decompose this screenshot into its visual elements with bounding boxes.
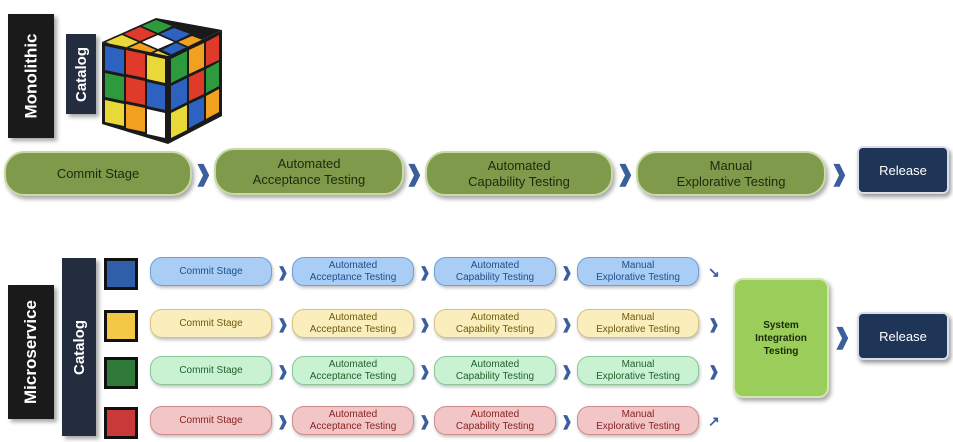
mono-acceptance-line1: Automated [277, 155, 341, 171]
chevron-right-icon: ❱ [277, 264, 289, 280]
service-color-square [104, 310, 138, 342]
microservice-catalog-text: Catalog [70, 319, 88, 375]
microservice-catalog-label: Catalog [62, 258, 96, 436]
micro-stage-line1: Automated [470, 408, 520, 420]
chevron-right-icon: ❱ [419, 316, 431, 332]
chevron-right-icon: ❱ [419, 363, 431, 379]
microservice-label: Microservice [8, 285, 54, 419]
micro-stage-commit: Commit Stage [150, 309, 272, 338]
chevron-right-icon: ❱ [708, 316, 720, 332]
micro-stage-line2: Capability Testing [455, 370, 535, 382]
micro-stage-line1: Automated [328, 259, 378, 271]
mono-acceptance-stage: Automated Acceptance Testing [214, 148, 404, 195]
chevron-right-icon: ❱ [194, 161, 213, 186]
mono-explorative-line1: Manual [709, 157, 753, 173]
micro-stage-line1: Manual [621, 358, 655, 370]
mono-capability-stage: Automated Capability Testing [425, 151, 613, 196]
chevron-right-icon: ❱ [561, 413, 573, 429]
sit-line3: Testing [763, 345, 799, 357]
micro-stage-line1: Automated [328, 408, 378, 420]
rubiks-cube-icon [102, 18, 222, 144]
micro-stage-line2: Acceptance Testing [309, 271, 397, 283]
micro-stage-line1: Commit Stage [179, 317, 243, 329]
mono-release-label: Release [879, 162, 927, 178]
micro-stage-commit: Commit Stage [150, 257, 272, 286]
micro-stage-line1: Automated [470, 311, 520, 323]
chevron-right-icon: ❱ [561, 363, 573, 379]
service-color-square [104, 357, 138, 389]
monolithic-label-text: Monolithic [21, 33, 41, 119]
micro-release-box: Release [857, 312, 949, 360]
service-color-square [104, 258, 138, 290]
chevron-right-icon: ❱ [419, 413, 431, 429]
micro-stage-commit: Commit Stage [150, 356, 272, 385]
mono-acceptance-line2: Acceptance Testing [252, 171, 366, 187]
chevron-right-icon: ❱ [561, 316, 573, 332]
service-color-square [104, 407, 138, 439]
micro-stage-line2: Acceptance Testing [309, 370, 397, 382]
chevron-right-icon: ❱ [277, 316, 289, 332]
micro-stage-line1: Commit Stage [179, 265, 243, 277]
monolithic-catalog-text: Catalog [72, 46, 90, 102]
micro-stage-line2: Explorative Testing [596, 370, 680, 382]
micro-stage-line2: Explorative Testing [596, 271, 680, 283]
sit-line1: System [763, 319, 799, 331]
chevron-right-icon: ❱ [405, 161, 424, 186]
micro-stage-line1: Automated [470, 259, 520, 271]
micro-stage-line1: Manual [621, 259, 655, 271]
mono-release-box: Release [857, 146, 949, 194]
chevron-right-icon: ❱ [561, 264, 573, 280]
micro-release-label: Release [879, 328, 927, 344]
micro-stage-line2: Explorative Testing [596, 323, 680, 335]
micro-stage-line2: Capability Testing [455, 271, 535, 283]
chevron-right-icon: ❱ [277, 413, 289, 429]
chevron-right-icon: ❱ [616, 161, 635, 186]
monolithic-catalog-label: Catalog [66, 34, 96, 114]
system-integration-testing-box: System Integration Testing [733, 278, 829, 398]
chevron-right-icon: ↗ [708, 413, 720, 429]
micro-stage-line1: Commit Stage [179, 414, 243, 426]
mono-capability-line1: Automated [487, 157, 551, 173]
chevron-right-icon: ❱ [419, 264, 431, 280]
micro-stage-line1: Automated [328, 358, 378, 370]
micro-stage-line2: Capability Testing [455, 420, 535, 432]
chevron-right-icon: ❱ [277, 363, 289, 379]
micro-stage-line1: Automated [328, 311, 378, 323]
chevron-right-icon: ❱ [833, 324, 852, 349]
monolithic-label: Monolithic [8, 14, 54, 138]
mono-explorative-stage: Manual Explorative Testing [636, 151, 826, 196]
micro-stage-line2: Explorative Testing [596, 420, 680, 432]
chevron-right-icon: ❱ [830, 161, 849, 186]
mono-explorative-line2: Explorative Testing [676, 173, 786, 189]
chevron-right-icon: ❱ [708, 363, 720, 379]
sit-line2: Integration [755, 332, 807, 344]
micro-stage-commit: Commit Stage [150, 406, 272, 435]
micro-stage-line1: Commit Stage [179, 364, 243, 376]
micro-stage-line1: Manual [621, 311, 655, 323]
mono-capability-line2: Capability Testing [468, 173, 570, 189]
mono-commit-stage: Commit Stage [4, 151, 192, 196]
micro-stage-line2: Acceptance Testing [309, 420, 397, 432]
micro-stage-line2: Acceptance Testing [309, 323, 397, 335]
micro-stage-line1: Automated [470, 358, 520, 370]
chevron-right-icon: ↘ [708, 264, 720, 280]
microservice-label-text: Microservice [21, 300, 41, 404]
micro-stage-line1: Manual [621, 408, 655, 420]
micro-stage-line2: Capability Testing [455, 323, 535, 335]
mono-commit-label: Commit Stage [56, 165, 140, 181]
